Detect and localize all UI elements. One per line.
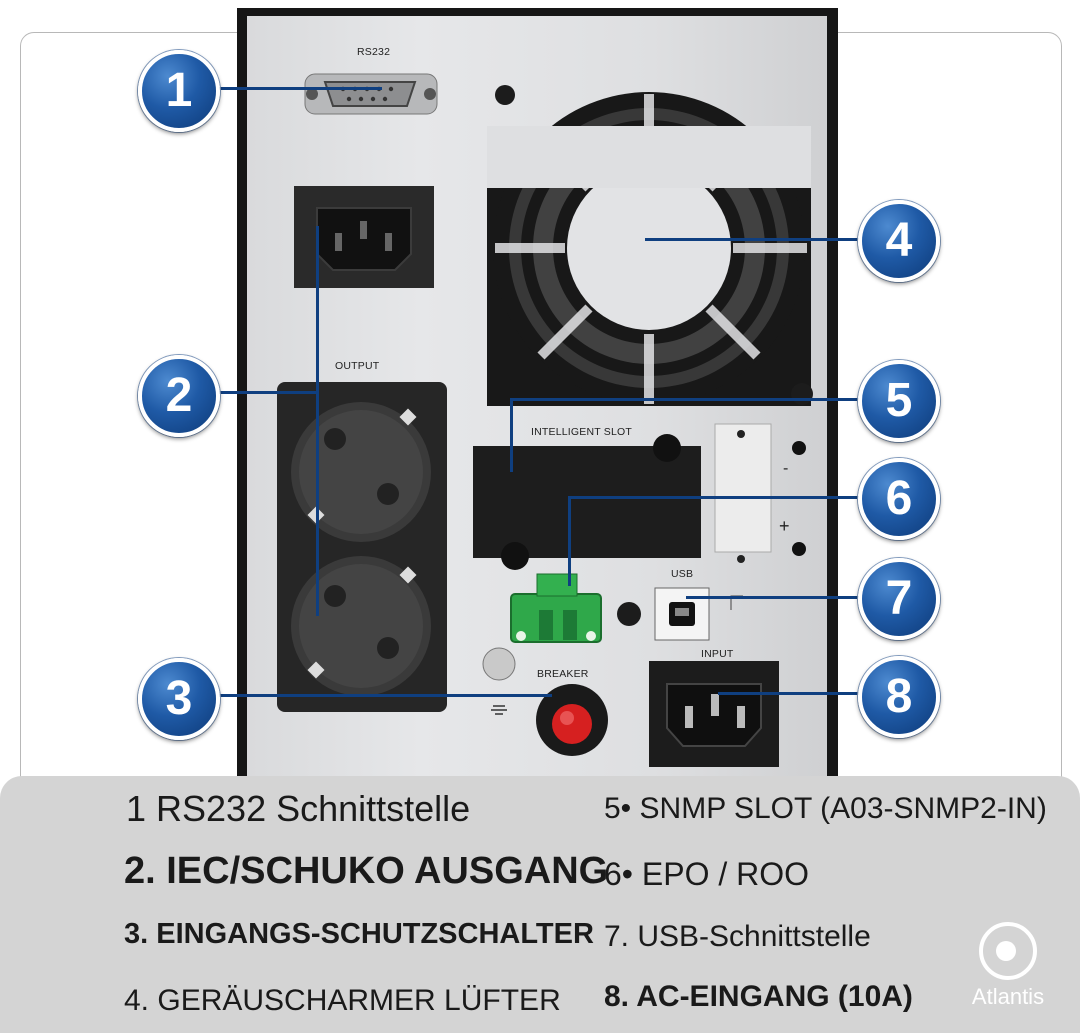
breaker-label: BREAKER	[537, 668, 589, 680]
output-label: OUTPUT	[335, 360, 380, 372]
leader-line-7	[686, 596, 866, 599]
battery-terminal-plate-icon	[714, 423, 806, 563]
screw-icon	[495, 85, 515, 105]
rs232-port-icon	[304, 73, 438, 115]
breaker-button-icon	[536, 684, 608, 756]
atlantis-logo-icon	[979, 922, 1037, 980]
input-label: INPUT	[701, 648, 734, 660]
atlantis-logo: Atlantis	[948, 922, 1068, 1010]
epo-connector-icon	[510, 573, 602, 643]
screw-icon	[791, 383, 813, 405]
leader-line-6-vertical	[568, 496, 571, 586]
panel-surface: RS232 OUTPUT INTELLIGENT SLOT USB INPUT …	[247, 16, 827, 778]
leader-line-5-vertical	[510, 398, 513, 472]
ground-screw-icon	[482, 647, 516, 681]
intelligent-slot-label: INTELLIGENT SLOT	[531, 426, 633, 438]
leader-line-3	[212, 694, 552, 697]
legend-item-4: 4. GERÄUSCHARMER LÜFTER	[124, 984, 561, 1017]
ac-input-socket-icon	[649, 661, 779, 767]
rs232-label: RS232	[357, 46, 391, 58]
callout-badge-3: 3	[138, 658, 220, 740]
legend-item-2: 2. IEC/SCHUKO AUSGANG	[124, 850, 609, 892]
screw-icon	[617, 602, 641, 626]
leader-line-4	[645, 238, 865, 241]
iec-output-socket-icon	[294, 186, 434, 288]
callout-badge-1: 1	[138, 50, 220, 132]
callout-badge-6: 6	[858, 458, 940, 540]
usb-label: USB	[671, 568, 694, 580]
callout-badge-8: 8	[858, 656, 940, 738]
legend-item-1: 1 RS232 Schnittstelle	[126, 788, 471, 829]
legend-item-7: 7. USB-Schnittstelle	[604, 920, 871, 953]
callout-badge-7: 7	[858, 558, 940, 640]
callout-badge-4: 4	[858, 200, 940, 282]
leader-line-2	[212, 391, 317, 394]
legend-item-5: 5• SNMP SLOT (A03-SNMP2-IN)	[604, 792, 1047, 825]
panel-hardware	[277, 73, 813, 767]
legend-item-3: 3. EINGANGS-SCHUTZSCHALTER	[124, 918, 594, 950]
leader-line-8	[718, 692, 866, 695]
fan-grille-icon	[487, 92, 811, 406]
leader-line-1	[212, 87, 382, 90]
callout-badge-5: 5	[858, 360, 940, 442]
leader-line-2-vertical	[316, 226, 319, 616]
battery-minus-label: -	[783, 460, 789, 477]
battery-plus-label: +	[779, 516, 790, 536]
ground-symbol-icon	[491, 705, 507, 715]
schuko-output-block-icon	[277, 382, 447, 712]
ups-rear-panel: RS232 OUTPUT INTELLIGENT SLOT USB INPUT …	[237, 8, 838, 778]
legend-item-8: 8. AC-EINGANG (10A)	[604, 980, 913, 1013]
leader-line-6	[568, 496, 865, 499]
legend-item-6: 6• EPO / ROO	[604, 856, 810, 892]
snmp-slot-cover-icon	[473, 434, 701, 570]
callout-badge-2: 2	[138, 355, 220, 437]
legend-panel: 1 RS232 Schnittstelle 2. IEC/SCHUKO AUSG…	[0, 776, 1080, 1033]
leader-line-5	[510, 398, 865, 401]
brand-name: Atlantis	[971, 984, 1045, 1009]
